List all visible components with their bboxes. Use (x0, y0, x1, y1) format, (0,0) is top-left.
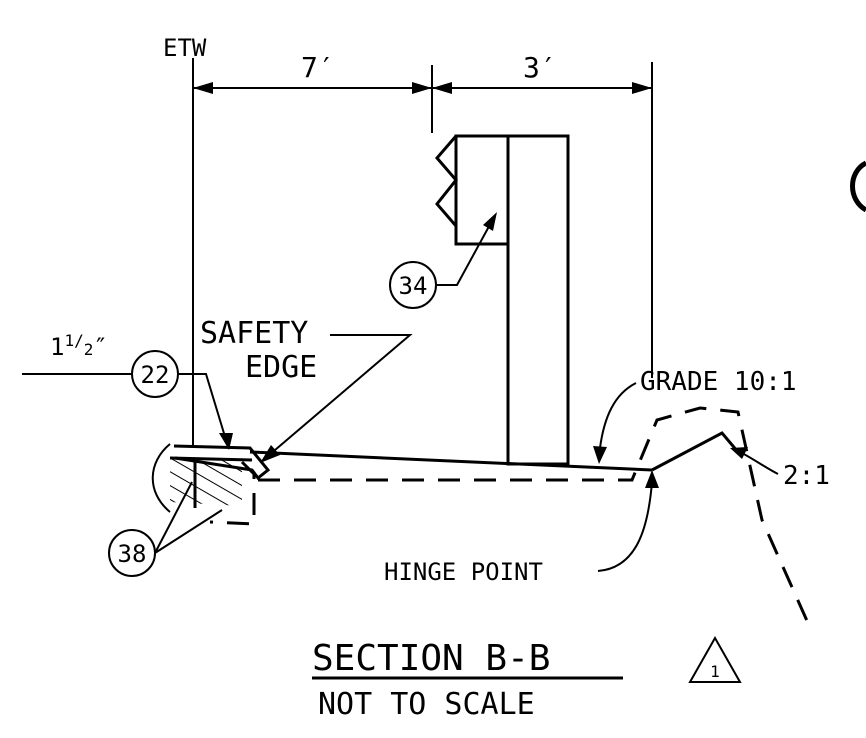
callout-38-leader-a (154, 481, 193, 554)
callout-34: 34 (389, 212, 497, 309)
slope-note: 2:1 (730, 447, 830, 491)
dim-left-label: 7′ (301, 51, 335, 84)
guardrail-blockout (454, 134, 510, 246)
slope-label: 2:1 (783, 461, 830, 491)
slope-arrowhead (730, 447, 748, 459)
slope-leader (739, 451, 779, 475)
w-beam-rail (435, 135, 458, 227)
pavement-hatch (170, 458, 242, 506)
hinge-point-leader (597, 481, 653, 572)
guardrail-assembly (435, 134, 570, 466)
grade-leader (599, 382, 637, 449)
pavement-top-layer-line (169, 456, 253, 462)
thickness-label: 11/2″ (50, 331, 108, 361)
pavement-break-line (151, 443, 171, 513)
safety-edge-note: SAFETY EDGE (200, 316, 413, 463)
safety-edge-arrowhead (260, 445, 280, 463)
base-dashed-outline (209, 460, 256, 526)
callout-34-leader (436, 218, 494, 286)
hinge-point-note: HINGE POINT (384, 470, 659, 586)
subgrade-dashed-line (258, 406, 814, 633)
pavement-section (151, 443, 271, 526)
dim-arrow-mid-right (432, 82, 452, 94)
shoulder-surface-line (249, 450, 653, 472)
grade-arrowhead (593, 446, 607, 464)
safety-edge-line1: SAFETY (200, 316, 308, 351)
hinge-point-label: HINGE POINT (384, 558, 543, 586)
dim-arrow-left (193, 82, 213, 94)
callout-38-leader-b (154, 509, 223, 554)
revision-number: 1 (710, 662, 720, 681)
callout-22-leader (178, 373, 227, 441)
section-subtitle: NOT TO SCALE (318, 687, 535, 722)
dimension-group: ETW 7′ 3′ (163, 34, 653, 445)
hinge-point-arrowhead (645, 470, 659, 488)
callout-22: 22 11/2″ (22, 331, 233, 450)
callout-22-label: 22 (141, 361, 170, 389)
guardrail-post (506, 134, 570, 466)
section-title: SECTION B-B (312, 638, 550, 679)
callout-38: 38 (108, 481, 223, 577)
safety-edge-leader (267, 334, 413, 457)
callout-22-arrowhead (219, 433, 233, 450)
callout-34-label: 34 (399, 272, 428, 300)
foreslope-line (651, 431, 740, 472)
etw-label: ETW (163, 34, 207, 62)
dim-arrow-mid-left (412, 82, 432, 94)
dim-arrow-right (632, 82, 652, 94)
partial-paren-mark (850, 160, 866, 213)
revision-triangle (688, 635, 742, 683)
callout-34-arrowhead (483, 212, 497, 231)
grade-note: GRADE 10:1 (593, 367, 797, 464)
callout-38-label: 38 (118, 540, 147, 568)
pavement-layer-outline (173, 444, 271, 481)
safety-edge-line2: EDGE (245, 350, 317, 385)
title-block: SECTION B-B NOT TO SCALE 1 (312, 635, 742, 722)
grade-label: GRADE 10:1 (640, 367, 797, 397)
dim-right-label: 3′ (523, 51, 557, 84)
ground-profile (249, 406, 814, 633)
